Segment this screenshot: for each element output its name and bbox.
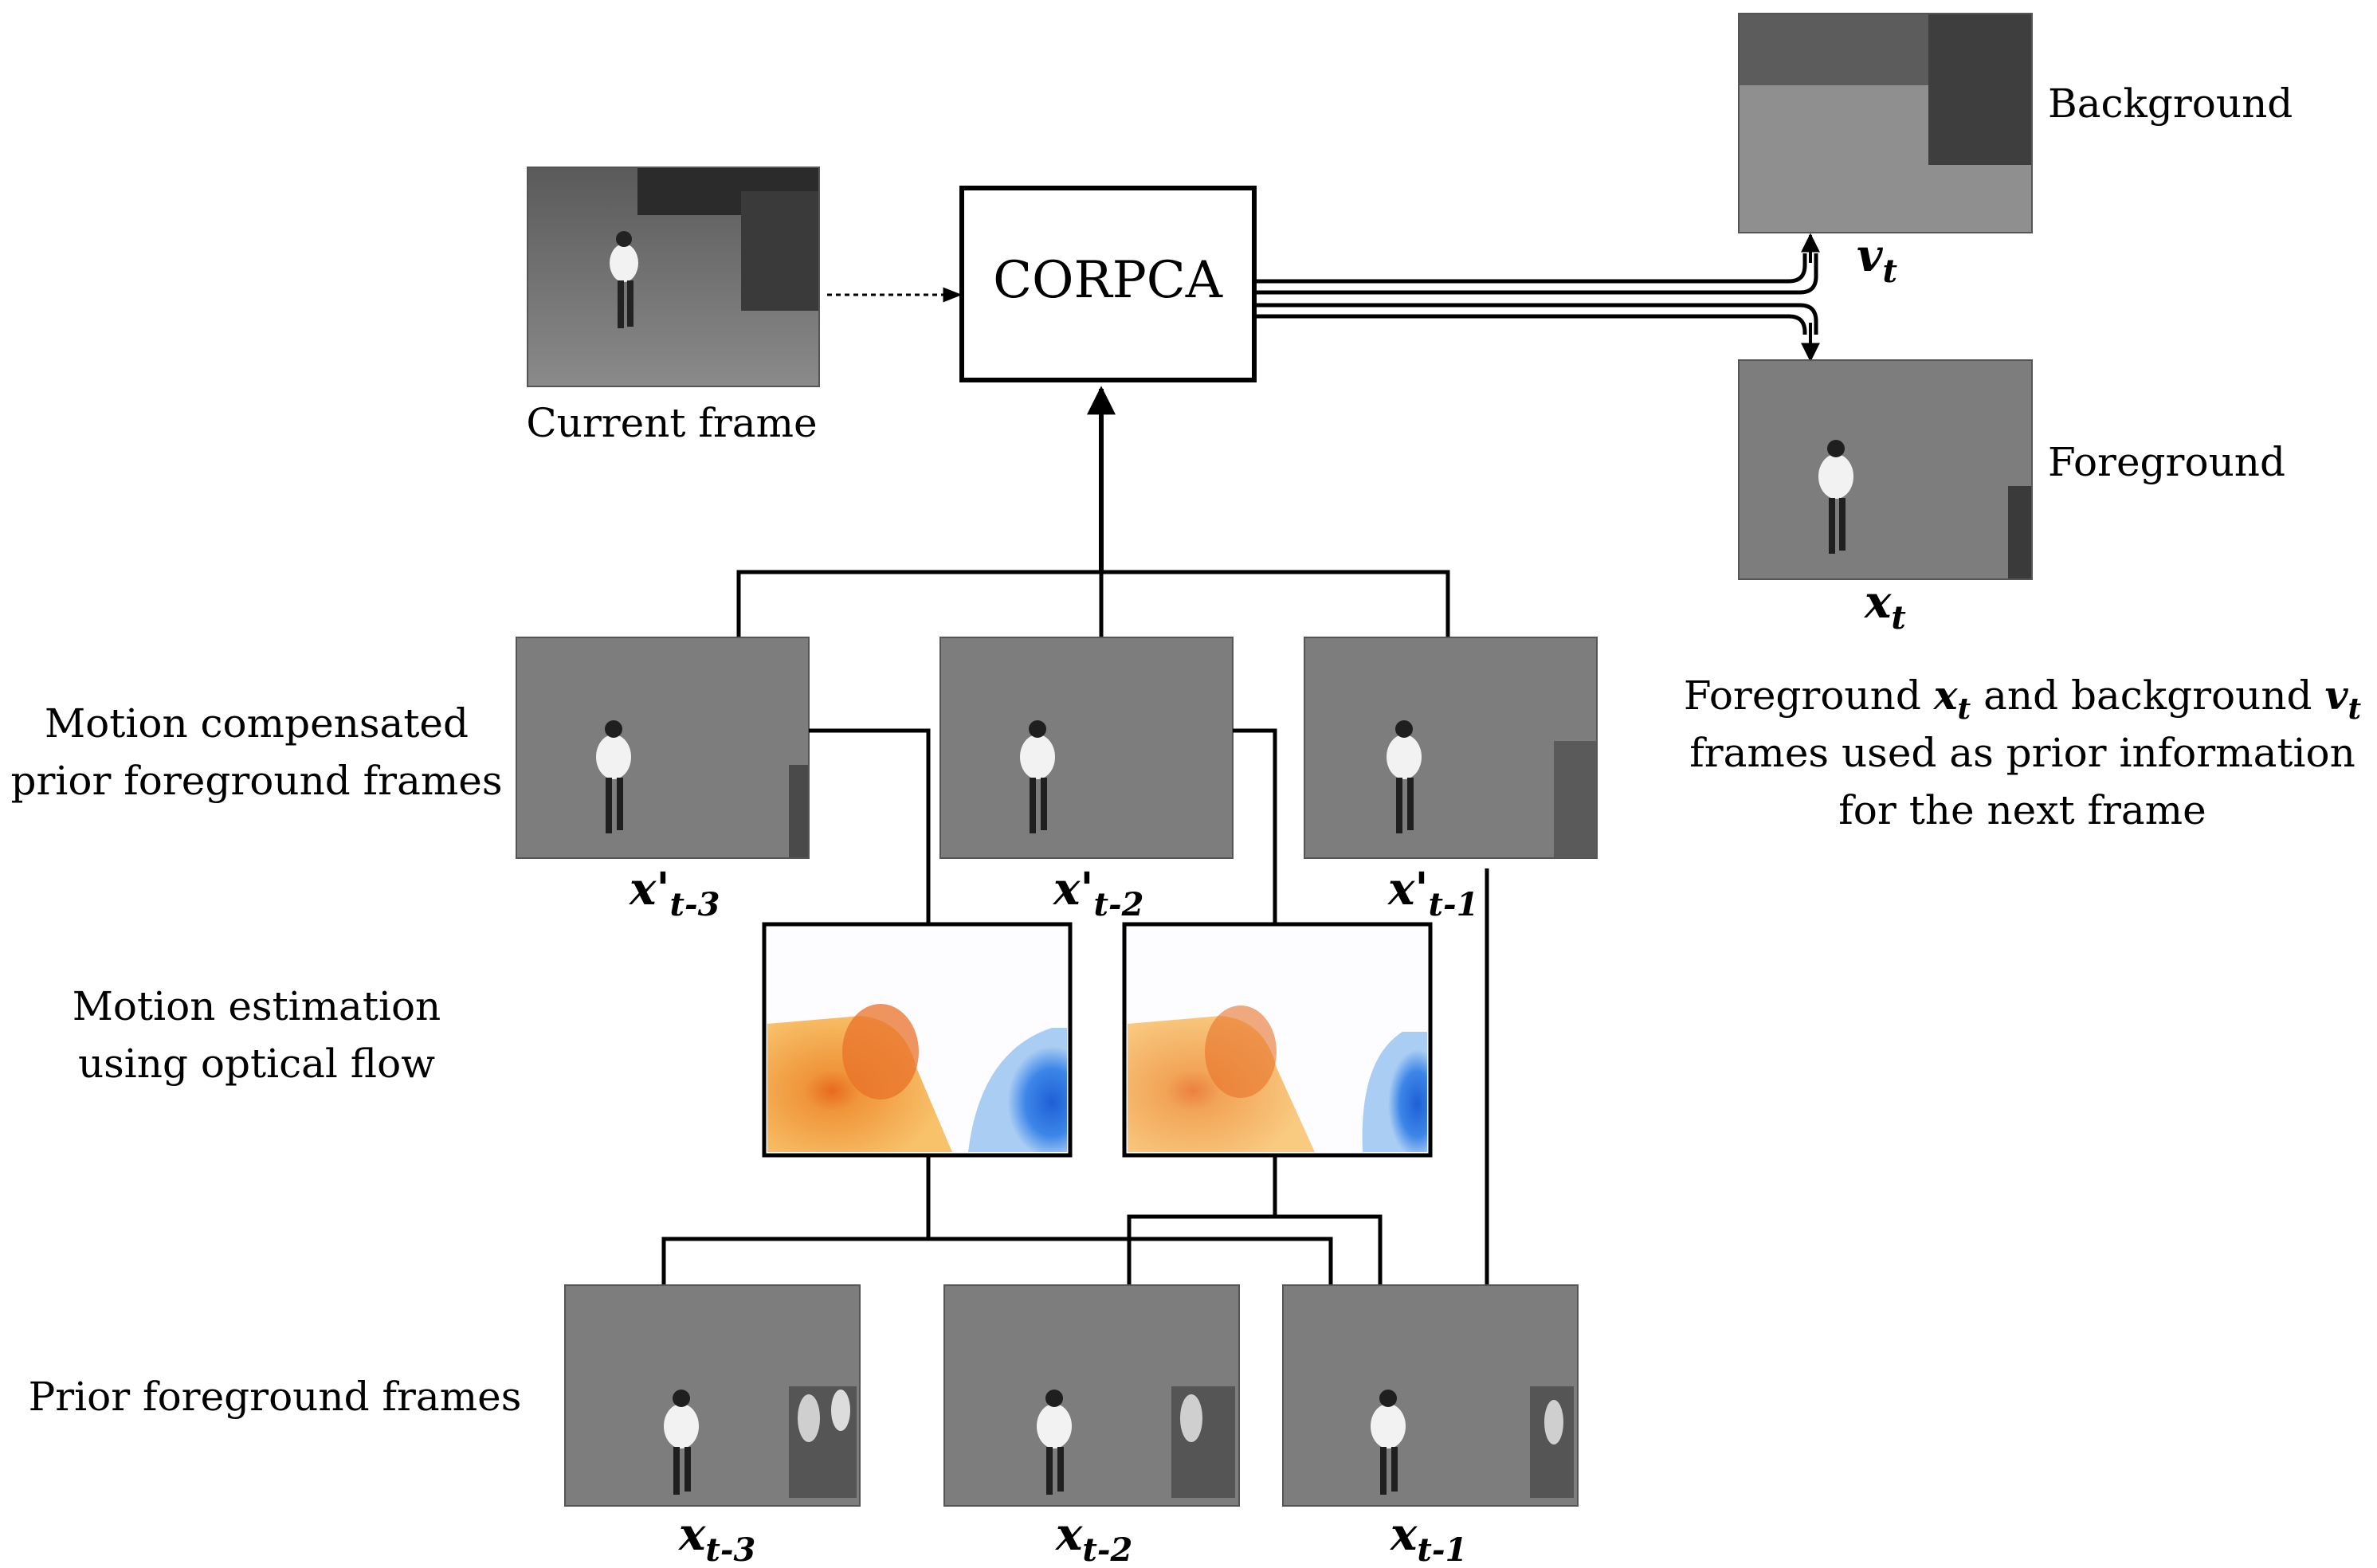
prior-label-t-3: xt-3 — [678, 1508, 755, 1568]
prior-frame-t-1 — [1282, 1284, 1579, 1507]
current-frame-image — [527, 167, 820, 387]
motion-estimation-label-line1: Motion estimation — [73, 983, 441, 1029]
note-line-1: Foreground xt and background vt — [1684, 672, 2362, 726]
compensated-frame-t-2 — [939, 637, 1234, 859]
motion-estimation-label-line2: using optical flow — [78, 1041, 435, 1087]
optical-flow-image-1 — [762, 922, 1073, 1158]
prior-information-note: Foreground xt and background vt frames u… — [1684, 672, 2362, 833]
compensated-label-t-1: x't-1 — [1387, 863, 1478, 923]
prior-label-t-2: xt-2 — [1055, 1508, 1132, 1568]
motion-estimation-connectors — [661, 728, 1489, 1285]
prior-label-t-1: xt-1 — [1390, 1508, 1467, 1568]
compensated-frame-t-1 — [1304, 637, 1598, 859]
motion-compensated-label-line1: Motion compensated — [45, 700, 469, 747]
corpca-box — [959, 186, 1257, 382]
current-frame-label: Current frame — [526, 400, 817, 446]
note-line-2: frames used as prior information — [1689, 730, 2355, 776]
compensated-frame-t-3 — [516, 637, 810, 859]
optical-flow-image-2 — [1122, 922, 1433, 1158]
background-frame-image — [1738, 13, 2033, 233]
prior-frame-t-2 — [943, 1284, 1240, 1507]
prior-frame-t-3 — [564, 1284, 861, 1507]
motion-compensated-label-line2: prior foreground frames — [10, 758, 502, 804]
foreground-frame-image — [1738, 359, 2033, 580]
compensated-label-t-2: x't-2 — [1053, 863, 1143, 923]
corpca-output-connectors — [1254, 233, 1820, 363]
foreground-label: Foreground — [2048, 439, 2285, 485]
prior-foreground-label: Prior foreground frames — [29, 1374, 522, 1420]
foreground-symbol: xt — [1864, 576, 1906, 637]
background-symbol: vt — [1857, 229, 1898, 290]
note-line-3: for the next frame — [1838, 787, 2206, 833]
background-label: Background — [2048, 80, 2293, 127]
compensated-to-corpca-connector — [736, 386, 1450, 637]
corpca-label: CORPCA — [993, 251, 1223, 310]
compensated-label-t-3: x't-3 — [629, 863, 720, 923]
